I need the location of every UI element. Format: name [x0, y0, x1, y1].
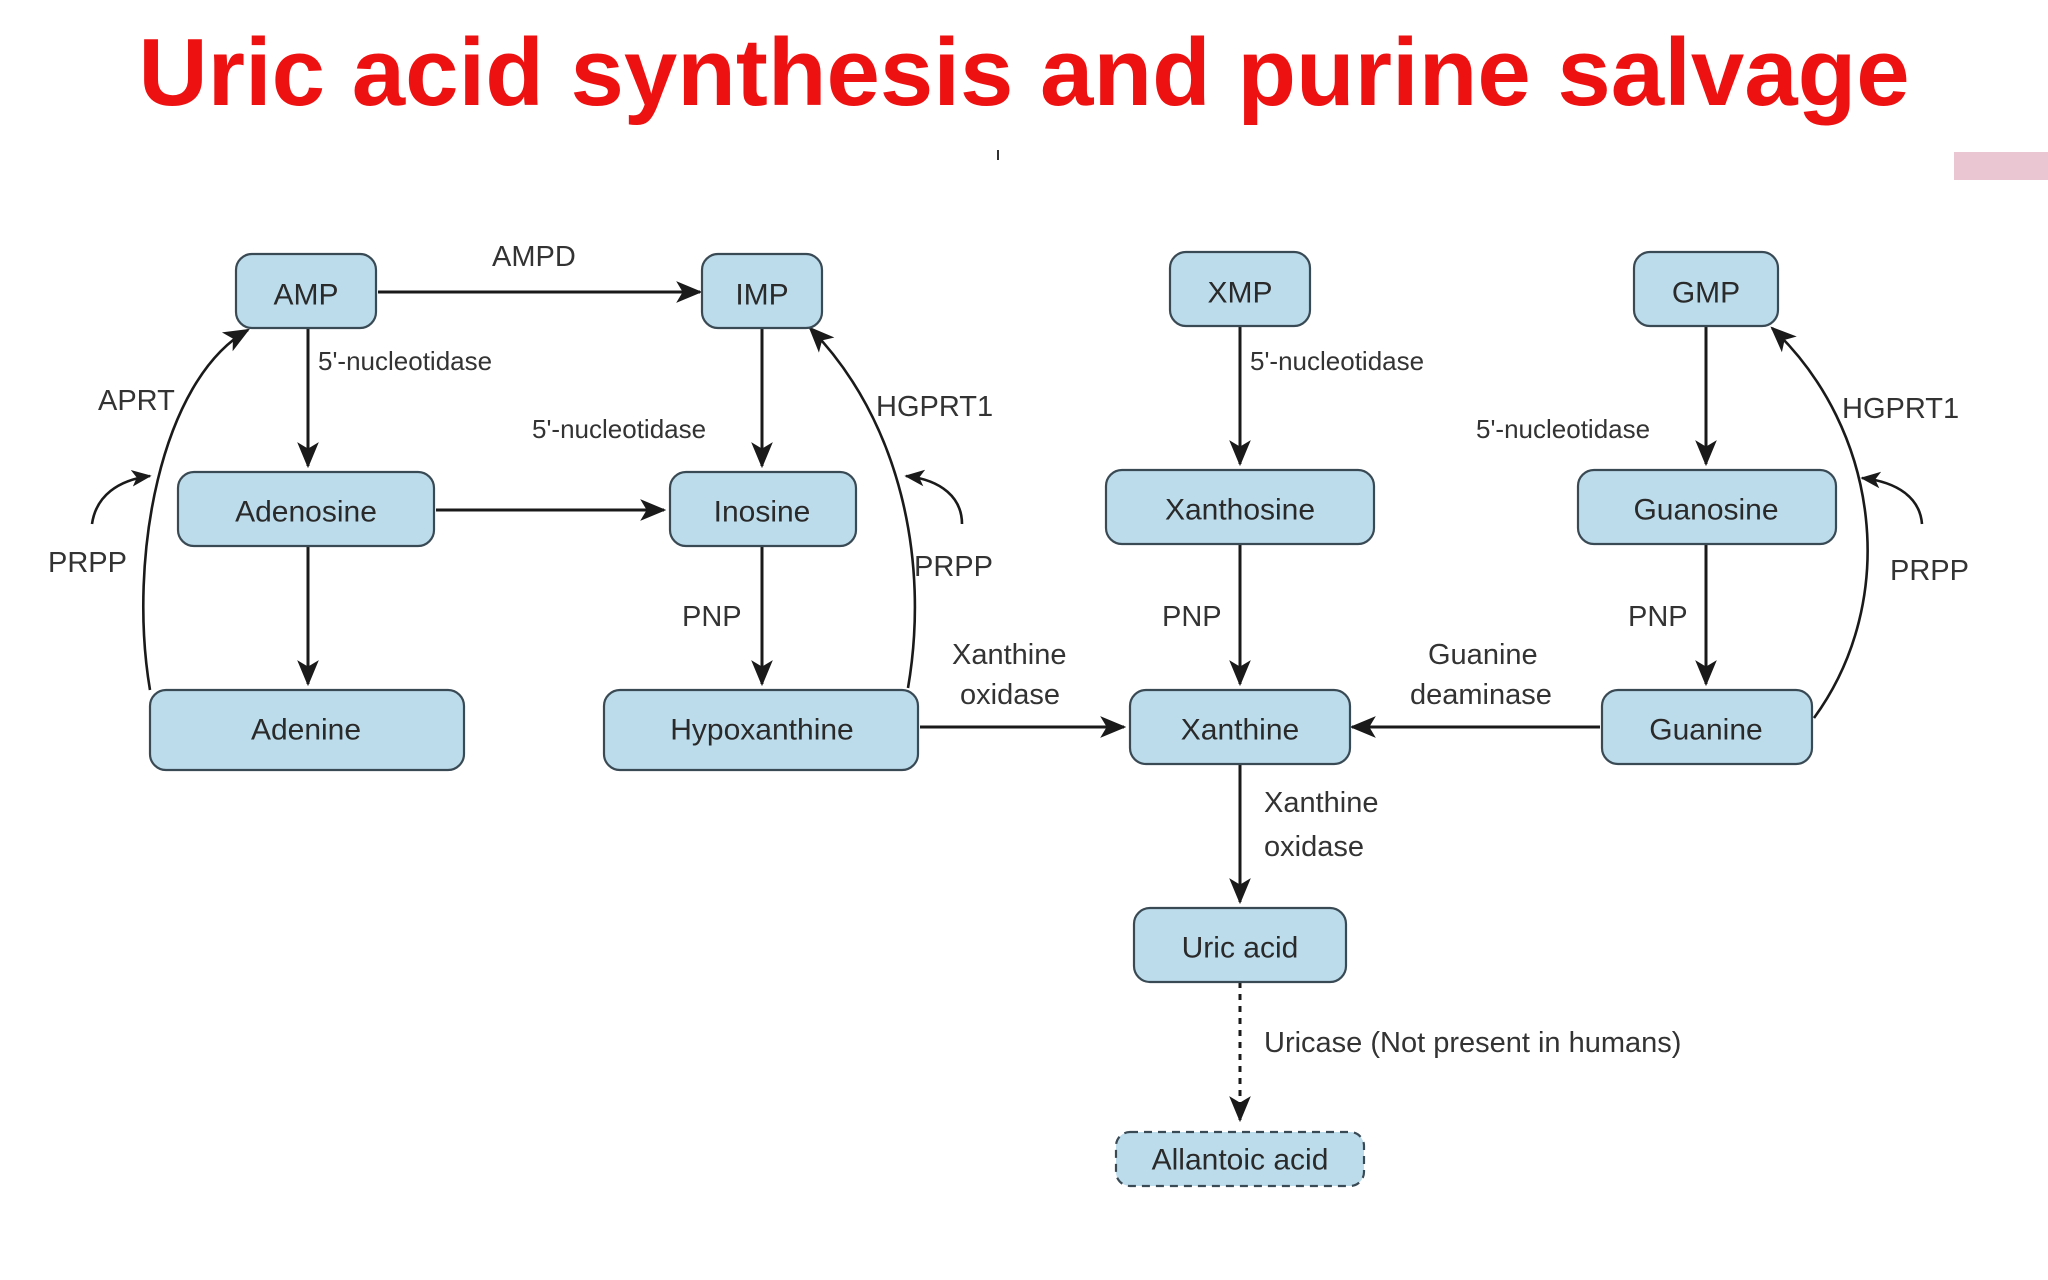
label-xanthine-oxidase-1-line2: oxidase: [960, 679, 1060, 711]
label-hgprt1-right: HGPRT1: [1842, 393, 1959, 425]
node-hypoxanthine: Hypoxanthine: [602, 688, 920, 772]
label-xanthine-oxidase-2-line2: oxidase: [1264, 831, 1364, 863]
svg-text:XMP: XMP: [1207, 277, 1272, 310]
label-uricase: Uricase (Not present in humans): [1264, 1027, 1681, 1059]
svg-text:Uric acid: Uric acid: [1182, 932, 1299, 965]
svg-text:Hypoxanthine: Hypoxanthine: [670, 714, 853, 747]
node-guanosine: Guanosine: [1576, 468, 1838, 546]
svg-text:Guanosine: Guanosine: [1633, 494, 1778, 527]
label-5-nucleotidase-imp: 5'-nucleotidase: [532, 414, 706, 444]
node-xanthosine: Xanthosine: [1104, 468, 1376, 546]
node-xanthine: Xanthine: [1128, 688, 1352, 766]
label-ampd: AMPD: [492, 241, 576, 273]
edge-adenine-amp-aprt: [142, 328, 250, 691]
svg-text:Xanthosine: Xanthosine: [1165, 494, 1315, 527]
label-xanthine-oxidase-2-line1: Xanthine: [1264, 787, 1379, 819]
stray-mark: [997, 150, 999, 160]
page-title: Uric acid synthesis and purine salvage: [138, 19, 1910, 126]
svg-text:Allantoic acid: Allantoic acid: [1152, 1144, 1329, 1177]
svg-text:GMP: GMP: [1672, 277, 1740, 310]
label-prpp-left: PRPP: [48, 547, 127, 579]
node-amp: AMP: [234, 252, 378, 330]
svg-text:Adenosine: Adenosine: [235, 496, 377, 529]
label-pnp-2: PNP: [1162, 601, 1222, 633]
node-guanine: Guanine: [1600, 688, 1814, 766]
label-5-nucleotidase-amp: 5'-nucleotidase: [318, 346, 492, 376]
label-hgprt1-left: HGPRT1: [876, 391, 993, 423]
node-xmp: XMP: [1168, 250, 1312, 328]
node-adenine: Adenine: [148, 688, 466, 772]
label-prpp-right: PRPP: [1890, 555, 1969, 587]
label-guanine-deaminase-line1: Guanine: [1428, 639, 1538, 671]
prpp-arrow-right: [1860, 471, 1924, 525]
node-imp: IMP: [700, 252, 824, 330]
node-gmp: GMP: [1632, 250, 1780, 328]
corner-accent-bar: [1954, 152, 2048, 180]
label-5-nucleotidase-gmp: 5'-nucleotidase: [1476, 414, 1650, 444]
node-uric-acid: Uric acid: [1132, 906, 1348, 984]
label-aprt: APRT: [98, 385, 175, 417]
node-inosine: Inosine: [668, 470, 858, 548]
prpp-arrow-left: [90, 470, 152, 525]
edge-guanine-gmp-hgprt1: [1770, 326, 1869, 719]
label-xanthine-oxidase-1-line1: Xanthine: [952, 639, 1067, 671]
svg-text:Adenine: Adenine: [251, 714, 361, 747]
label-guanine-deaminase-line2: deaminase: [1410, 679, 1552, 711]
label-pnp-1: PNP: [682, 601, 742, 633]
node-adenosine: Adenosine: [176, 470, 436, 548]
node-allantoic-acid: Allantoic acid: [1114, 1130, 1366, 1188]
svg-text:AMP: AMP: [273, 279, 338, 312]
svg-text:Guanine: Guanine: [1649, 714, 1762, 747]
prpp-arrow-middle: [904, 469, 964, 525]
svg-text:IMP: IMP: [735, 279, 788, 312]
label-prpp-middle: PRPP: [914, 551, 993, 583]
label-pnp-3: PNP: [1628, 601, 1688, 633]
edge-hypoxanthine-imp-hgprt1: [808, 326, 917, 689]
svg-text:Xanthine: Xanthine: [1181, 714, 1299, 747]
svg-text:Inosine: Inosine: [714, 496, 811, 529]
label-5-nucleotidase-xmp: 5'-nucleotidase: [1250, 346, 1424, 376]
